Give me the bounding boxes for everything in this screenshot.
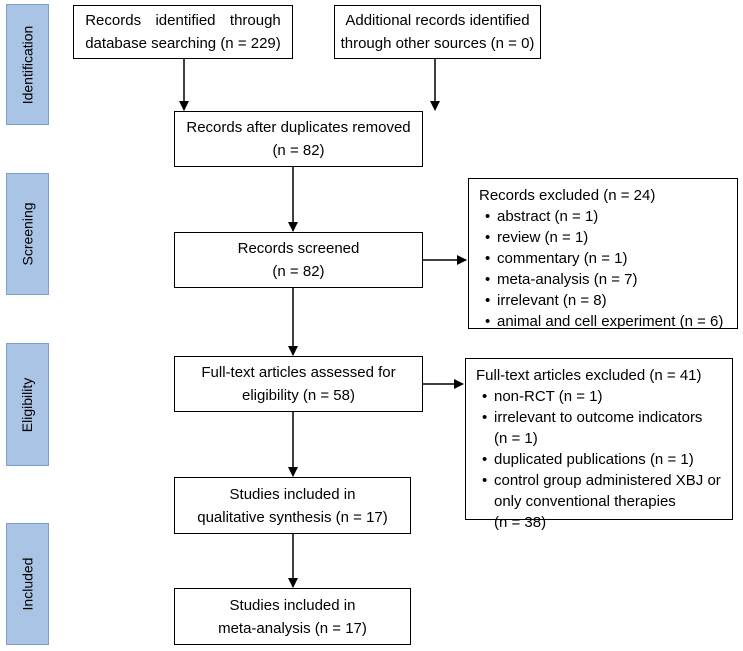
list-item-line: control group administered XBJ or	[494, 472, 721, 489]
list-item: meta-analysis (n = 7)	[479, 269, 727, 290]
list-item-line: (n = 38)	[494, 514, 547, 531]
records-excluded-list: abstract (n = 1) review (n = 1) commenta…	[479, 206, 727, 332]
fulltext-excluded-title: Full-text articles excluded (n = 41)	[476, 367, 702, 384]
list-item: commentary (n = 1)	[479, 248, 727, 269]
box-other-line-2: through other sources (n = 0)	[340, 35, 535, 52]
box-database-line-1: Records identified through	[85, 12, 281, 29]
box-database-line-2: database searching (n = 229)	[85, 35, 281, 52]
list-item: duplicated publications (n = 1)	[476, 449, 722, 470]
box-records-excluded: Records excluded (n = 24) abstract (n = …	[468, 178, 738, 332]
phase-screening: Screening	[6, 173, 49, 295]
box-duplicates-removed: Records after duplicates removed (n = 82…	[174, 111, 423, 167]
box-duplicates-line-2: (n = 82)	[272, 142, 325, 159]
box-duplicates-line-1: Records after duplicates removed	[186, 119, 411, 136]
list-item: animal and cell experiment (n = 6)	[479, 311, 727, 332]
box-qualitative-synthesis: Studies included in qualitative synthesi…	[174, 477, 411, 534]
phase-eligibility: Eligibility	[6, 343, 49, 466]
records-excluded-title: Records excluded (n = 24)	[479, 187, 656, 204]
list-item: review (n = 1)	[479, 227, 727, 248]
box-other-line-1: Additional records identified	[345, 12, 530, 29]
list-item-line: (n = 1)	[494, 430, 538, 447]
box-screened-line-1: Records screened	[237, 240, 360, 257]
list-item: non-RCT (n = 1)	[476, 386, 722, 407]
box-qualitative-line-1: Studies included in	[229, 485, 356, 503]
box-fulltext-assessed: Full-text articles assessed for eligibil…	[174, 356, 423, 412]
list-item: abstract (n = 1)	[479, 206, 727, 227]
box-meta-line-1: Studies included in	[229, 596, 356, 614]
box-meta-line-2: meta-analysis (n = 17)	[218, 619, 367, 637]
list-item-line: only conventional therapies	[494, 493, 676, 510]
box-fulltext-line-1: Full-text articles assessed for	[201, 364, 396, 381]
box-other-sources: Additional records identified through ot…	[334, 5, 541, 59]
box-records-screened: Records screened (n = 82)	[174, 232, 423, 288]
box-meta-analysis: Studies included in meta-analysis (n = 1…	[174, 588, 411, 645]
phase-included: Included	[6, 523, 49, 645]
list-item: irrelevant to outcome indicators (n = 1)	[476, 407, 722, 449]
list-item: control group administered XBJ or only c…	[476, 470, 722, 533]
box-database-searching: Records identified through database sear…	[73, 5, 293, 59]
list-item-line: duplicated publications (n = 1)	[494, 451, 694, 468]
phase-identification: Identification	[6, 4, 49, 125]
list-item: irrelevant (n = 8)	[479, 290, 727, 311]
box-qualitative-line-2: qualitative synthesis (n = 17)	[197, 508, 388, 526]
list-item-line: non-RCT (n = 1)	[494, 388, 603, 405]
fulltext-excluded-list: non-RCT (n = 1) irrelevant to outcome in…	[476, 386, 722, 533]
list-item-line: irrelevant to outcome indicators	[494, 409, 703, 426]
box-fulltext-line-2: eligibility (n = 58)	[242, 387, 355, 404]
box-fulltext-excluded: Full-text articles excluded (n = 41) non…	[465, 358, 733, 531]
box-screened-line-2: (n = 82)	[272, 263, 325, 280]
